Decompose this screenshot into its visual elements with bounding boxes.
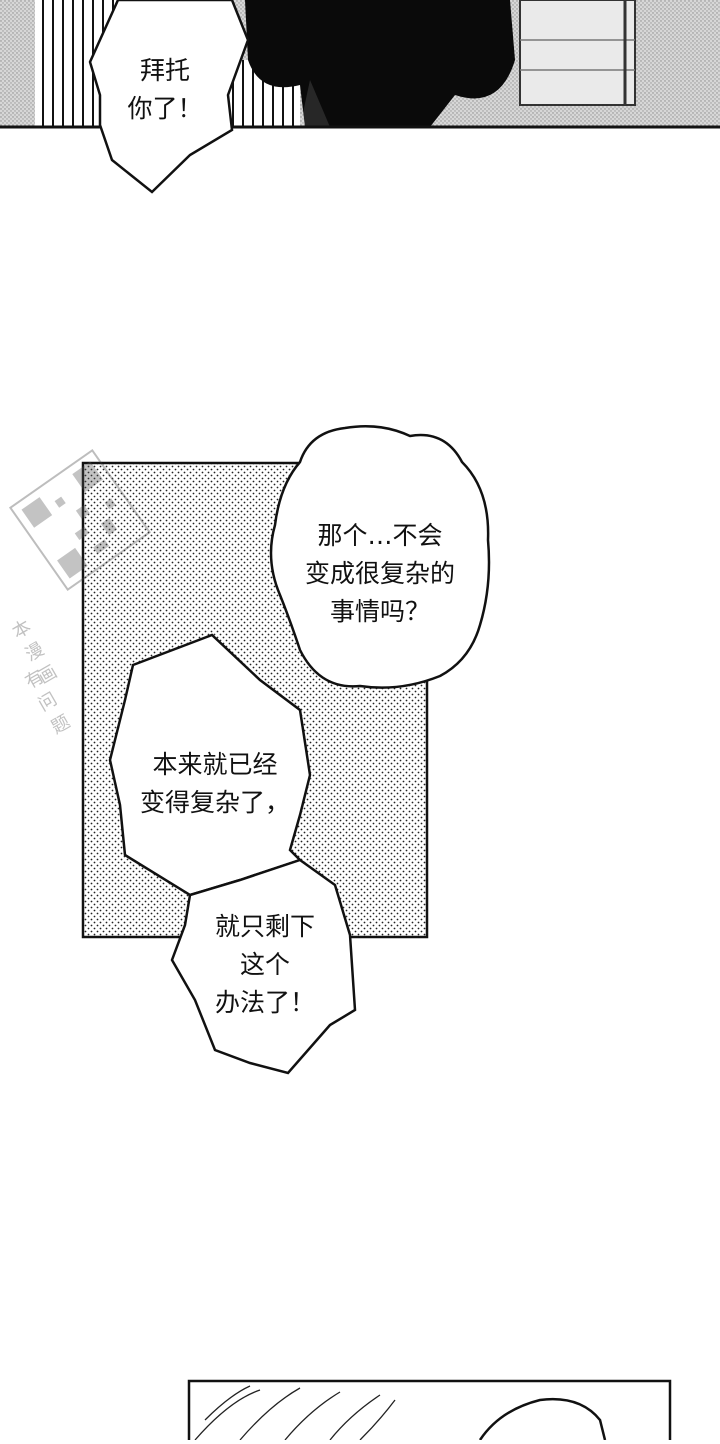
bubble-1-line-2: 你了！ — [127, 94, 203, 123]
bubble-4-line-3: 办法了！ — [214, 988, 315, 1017]
bottom-panel — [187, 1379, 672, 1444]
speech-bubble-1 — [88, 0, 250, 194]
speech-bubble-1-text: 拜托 你了！ — [105, 52, 225, 128]
speech-bubble-3-text: 本来就已经 变得复杂了， — [120, 746, 310, 822]
bubble-3-line-2: 变得复杂了， — [139, 788, 290, 817]
bubble-2-line-2: 变成很复杂的 — [304, 559, 455, 588]
speech-bubble-2-text: 那个…不会 变成很复杂的 事情吗？ — [280, 517, 480, 631]
bubble-2-line-3: 事情吗？ — [329, 597, 430, 626]
bubble-3-line-1: 本来就已经 — [152, 750, 278, 779]
speech-bubble-4 — [170, 858, 357, 1075]
speech-bubble-2 — [269, 424, 491, 689]
bubble-2-line-1: 那个…不会 — [317, 521, 443, 550]
speech-bubble-4-text: 就只剩下 这个 办法了！ — [190, 908, 340, 1022]
character-dark-clothing — [245, 0, 515, 127]
bubble-4-line-2: 这个 — [239, 950, 290, 979]
watermark-qr-icon — [8, 448, 152, 592]
bubble-4-line-1: 就只剩下 — [214, 912, 315, 941]
bubble-1-line-1: 拜托 — [139, 56, 190, 85]
